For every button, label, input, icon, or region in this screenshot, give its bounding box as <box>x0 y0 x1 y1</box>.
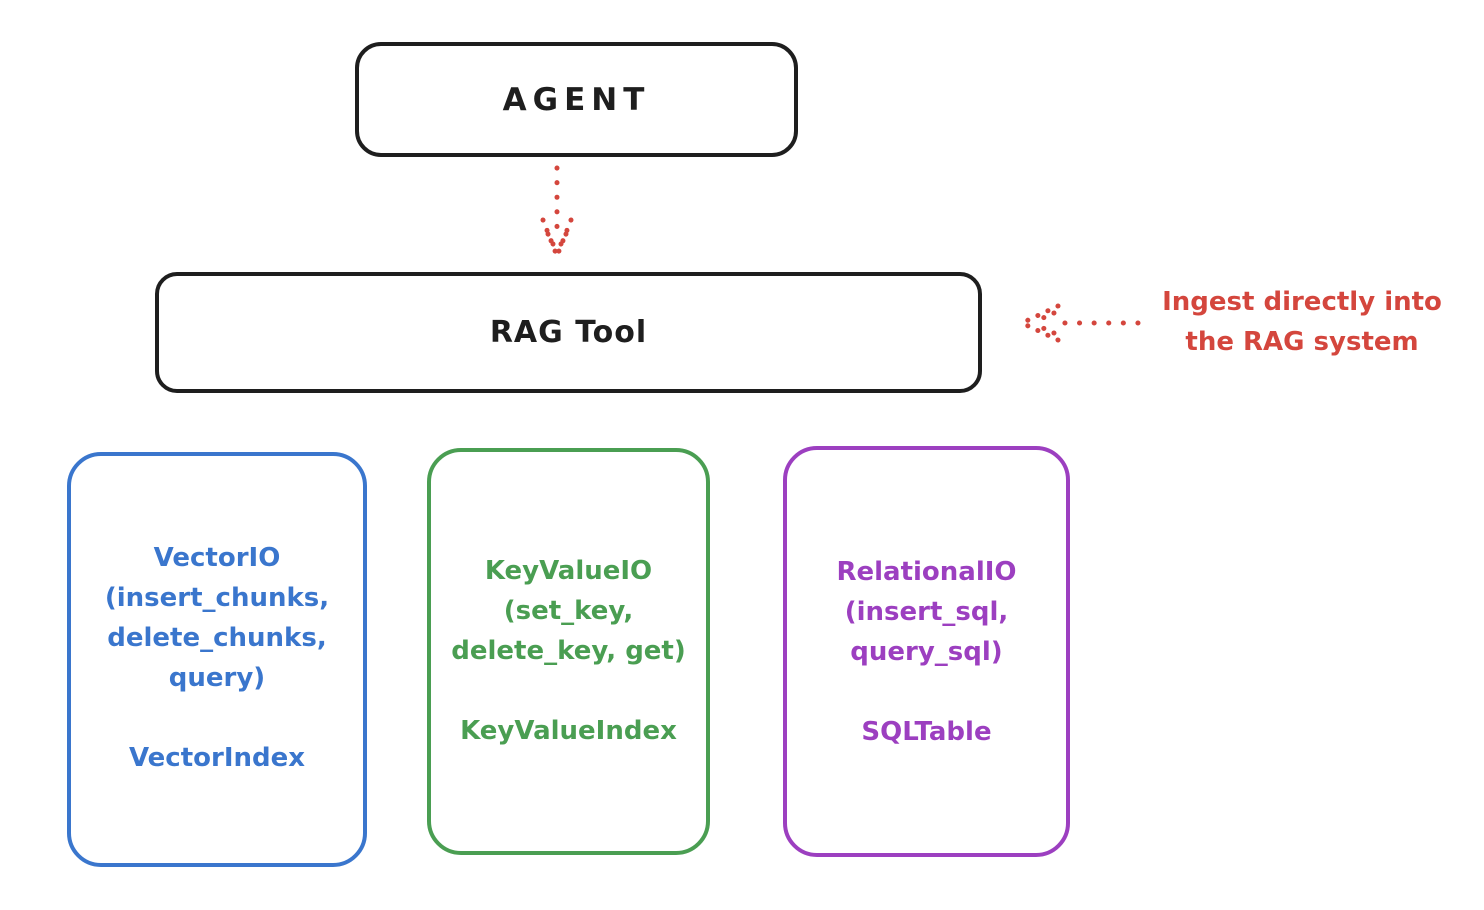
sql-table-label: SQLTable <box>861 717 992 747</box>
key-value-io-text: KeyValueIO (set_key, delete_key, get) Ke… <box>431 551 706 751</box>
ingest-annotation-line1: Ingest directly into <box>1162 287 1442 317</box>
vector-io-title: VectorIO <box>153 543 281 573</box>
arrow-agent-to-rag-tool-icon <box>540 165 574 259</box>
relational-io-methods-line1: (insert_sql, <box>844 597 1009 627</box>
storage-box-relational-io: RelationalIO (insert_sql, query_sql) SQL… <box>783 446 1070 857</box>
agent-node-label: AGENT <box>502 81 651 118</box>
vector-io-text: VectorIO (insert_chunks, delete_chunks, … <box>71 538 363 778</box>
relational-io-title: RelationalIO <box>836 557 1017 587</box>
rag-tool-node-label: RAG Tool <box>489 315 648 350</box>
vector-index-label: VectorIndex <box>128 743 306 773</box>
vector-io-methods-line1: (insert_chunks, <box>104 583 330 613</box>
arrow-ingest-into-rag-icon <box>1021 303 1141 343</box>
key-value-index-label: KeyValueIndex <box>460 716 677 746</box>
storage-box-key-value-io: KeyValueIO (set_key, delete_key, get) Ke… <box>427 448 710 855</box>
relational-io-methods-line2: query_sql) <box>850 637 1003 667</box>
ingest-annotation: Ingest directly into the RAG system <box>1126 282 1478 362</box>
key-value-io-methods-line2: delete_key, get) <box>451 636 686 666</box>
key-value-io-title: KeyValueIO <box>484 556 653 586</box>
vector-io-methods-line2: delete_chunks, <box>107 623 327 653</box>
agent-node: AGENT <box>355 42 798 157</box>
ingest-annotation-line2: the RAG system <box>1185 327 1419 357</box>
rag-tool-node: RAG Tool <box>155 272 982 393</box>
storage-box-vector-io: VectorIO (insert_chunks, delete_chunks, … <box>67 452 367 867</box>
relational-io-text: RelationalIO (insert_sql, query_sql) SQL… <box>787 552 1066 752</box>
vector-io-methods-line3: query) <box>168 663 266 693</box>
key-value-io-methods-line1: (set_key, <box>503 596 634 626</box>
